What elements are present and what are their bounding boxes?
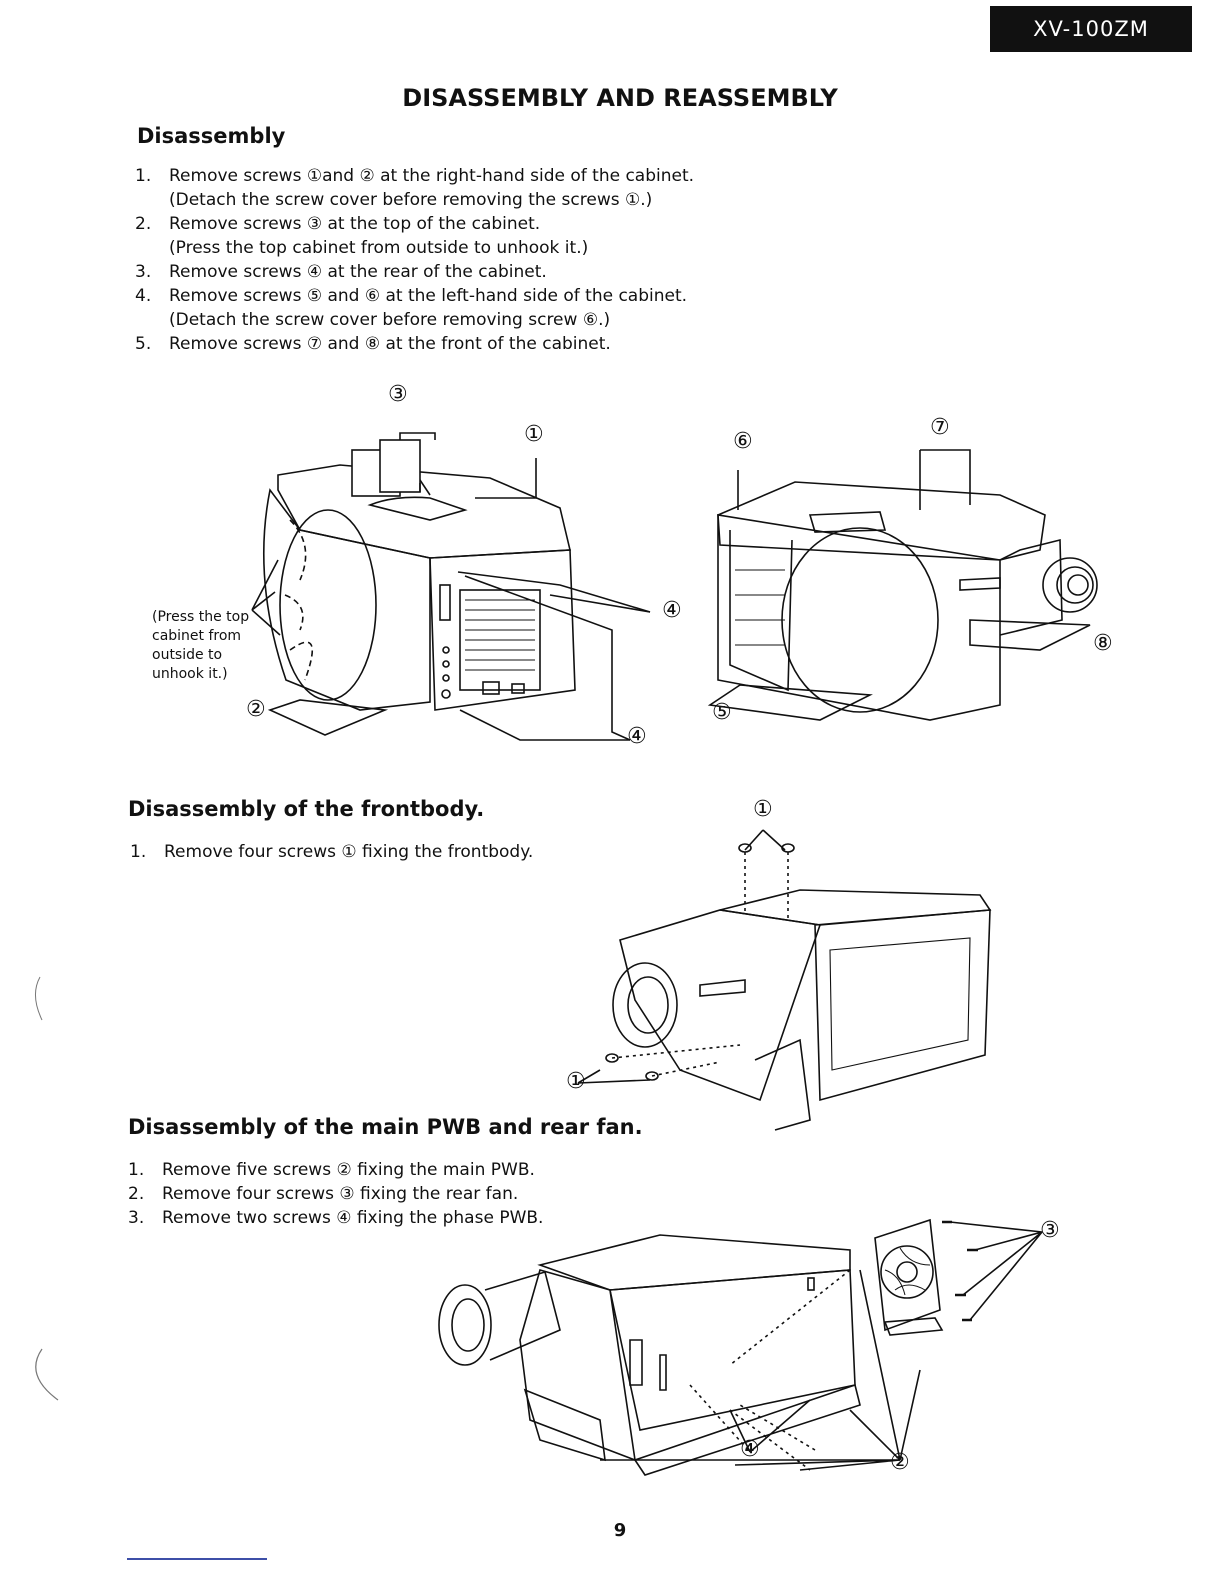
section-heading-disassembly: Disassembly (137, 124, 286, 148)
press-note-line: outside to (152, 647, 223, 663)
step-item: 1. Remove four screws ① fixing the front… (130, 840, 590, 864)
rear-switch (511, 683, 525, 694)
lens-ring (1042, 557, 1098, 613)
step-note: (Detach the screw cover before removing … (169, 190, 653, 210)
power-socket (482, 681, 500, 695)
front-frame (519, 1269, 636, 1462)
step-item: 1. Remove screws ①and ② at the right-han… (135, 164, 775, 212)
step-number: 3. (128, 1208, 145, 1228)
step-number: 5. (135, 334, 152, 354)
rear-fan-blades (880, 1245, 934, 1299)
step-number: 1. (135, 166, 152, 186)
figure-frontbody-removal (560, 800, 1010, 1131)
callout-screw-6: ⑥ (733, 429, 753, 454)
figure-front-left-view (700, 420, 1120, 740)
section-heading-main-pwb: Disassembly of the main PWB and rear fan… (128, 1115, 643, 1139)
step-number: 2. (135, 214, 152, 234)
disassembly-steps: 1. Remove screws ①and ② at the right-han… (135, 164, 775, 356)
cabinet-body (717, 514, 1001, 721)
cabinet-top-panel (717, 481, 1046, 561)
step-item: 5. Remove screws ⑦ and ⑧ at the front of… (135, 332, 775, 356)
scan-edge-mark (24, 1345, 64, 1410)
step-item: 4. Remove screws ⑤ and ⑥ at the left-han… (135, 284, 775, 332)
page-title: DISASSEMBLY AND REASSEMBLY (402, 84, 838, 112)
step-note: (Detach the screw cover before removing … (169, 310, 611, 330)
figure-rear-right-view (230, 380, 690, 760)
step-text: Remove four screws ③ fixing the rear fan… (162, 1184, 519, 1204)
rear-panel (429, 549, 576, 711)
step-text: Remove two screws ④ fixing the phase PWB… (162, 1208, 544, 1228)
chassis-top (719, 889, 992, 926)
step-text: Remove screws ⑤ and ⑥ at the left-hand s… (169, 286, 688, 306)
press-note-line: unhook it.) (152, 666, 228, 682)
main-pwb (609, 1269, 856, 1431)
callout-screw-1-top: ① (753, 797, 773, 822)
callout-screw-3: ③ (388, 382, 408, 407)
chassis-frame (814, 909, 991, 1102)
callout-screw-7: ⑦ (930, 415, 950, 440)
rear-fan-frame (874, 1218, 941, 1332)
scan-edge-mark (28, 975, 48, 1030)
step-item: 3. Remove two screws ④ fixing the phase … (128, 1206, 588, 1230)
callout-screw-1-side: ① (566, 1069, 586, 1094)
figure-main-pwb-rear-fan (430, 1210, 1070, 1500)
callout-screw-5: ⑤ (712, 700, 732, 725)
section-heading-frontbody: Disassembly of the frontbody. (128, 797, 485, 821)
step-number: 1. (128, 1160, 145, 1180)
step-item: 2. Remove four screws ③ fixing the rear … (128, 1182, 588, 1206)
main-pwb-steps: 1. Remove five screws ② fixing the main … (128, 1158, 588, 1230)
page-number: 9 (613, 1520, 627, 1541)
step-number: 4. (135, 286, 152, 306)
step-text: Remove screws ③ at the top of the cabine… (169, 214, 541, 234)
step-text: Remove five screws ② fixing the main PWB… (162, 1160, 535, 1180)
rear-vent-grille (459, 589, 541, 691)
callout-screw-4: ④ (662, 598, 682, 623)
lens-housing-outline (279, 509, 377, 701)
cabinet-side-panel (262, 488, 431, 711)
lens-ring (438, 1284, 492, 1366)
lens-ring (612, 962, 678, 1048)
callout-screw-8: ⑧ (1093, 631, 1113, 656)
step-number: 3. (135, 262, 152, 282)
step-text: Remove four screws ① fixing the frontbod… (164, 842, 534, 862)
press-note-line: cabinet from (152, 628, 242, 644)
chassis-top (537, 1234, 851, 1291)
footer-rule (127, 1558, 267, 1560)
press-note: (Press the top cabinet from outside to u… (152, 608, 249, 684)
frontbody-shell (619, 909, 822, 1102)
callout-screw-1: ① (524, 422, 544, 447)
step-item: 3. Remove screws ④ at the rear of the ca… (135, 260, 775, 284)
callout-screw-2: ② (246, 697, 266, 722)
step-item: 1. Remove five screws ② fixing the main … (128, 1158, 588, 1182)
model-number-label: XV-100ZM (990, 6, 1192, 52)
callout-screw-4: ④ (627, 724, 647, 749)
step-item: 2. Remove screws ③ at the top of the cab… (135, 212, 775, 260)
step-text: Remove screws ①and ② at the right-hand s… (169, 166, 695, 186)
step-number: 2. (128, 1184, 145, 1204)
step-number: 1. (130, 842, 147, 862)
step-text: Remove screws ⑦ and ⑧ at the front of th… (169, 334, 611, 354)
callout-screw-2: ② (890, 1450, 910, 1475)
step-text: Remove screws ④ at the rear of the cabin… (169, 262, 547, 282)
lens-barrel (484, 1270, 561, 1361)
frontbody-steps: 1. Remove four screws ① fixing the front… (130, 840, 590, 864)
step-note: (Press the top cabinet from outside to u… (169, 238, 589, 258)
callout-screw-3: ③ (1040, 1218, 1060, 1243)
callout-screw-4: ④ (740, 1437, 760, 1462)
press-note-line: (Press the top (152, 609, 250, 625)
